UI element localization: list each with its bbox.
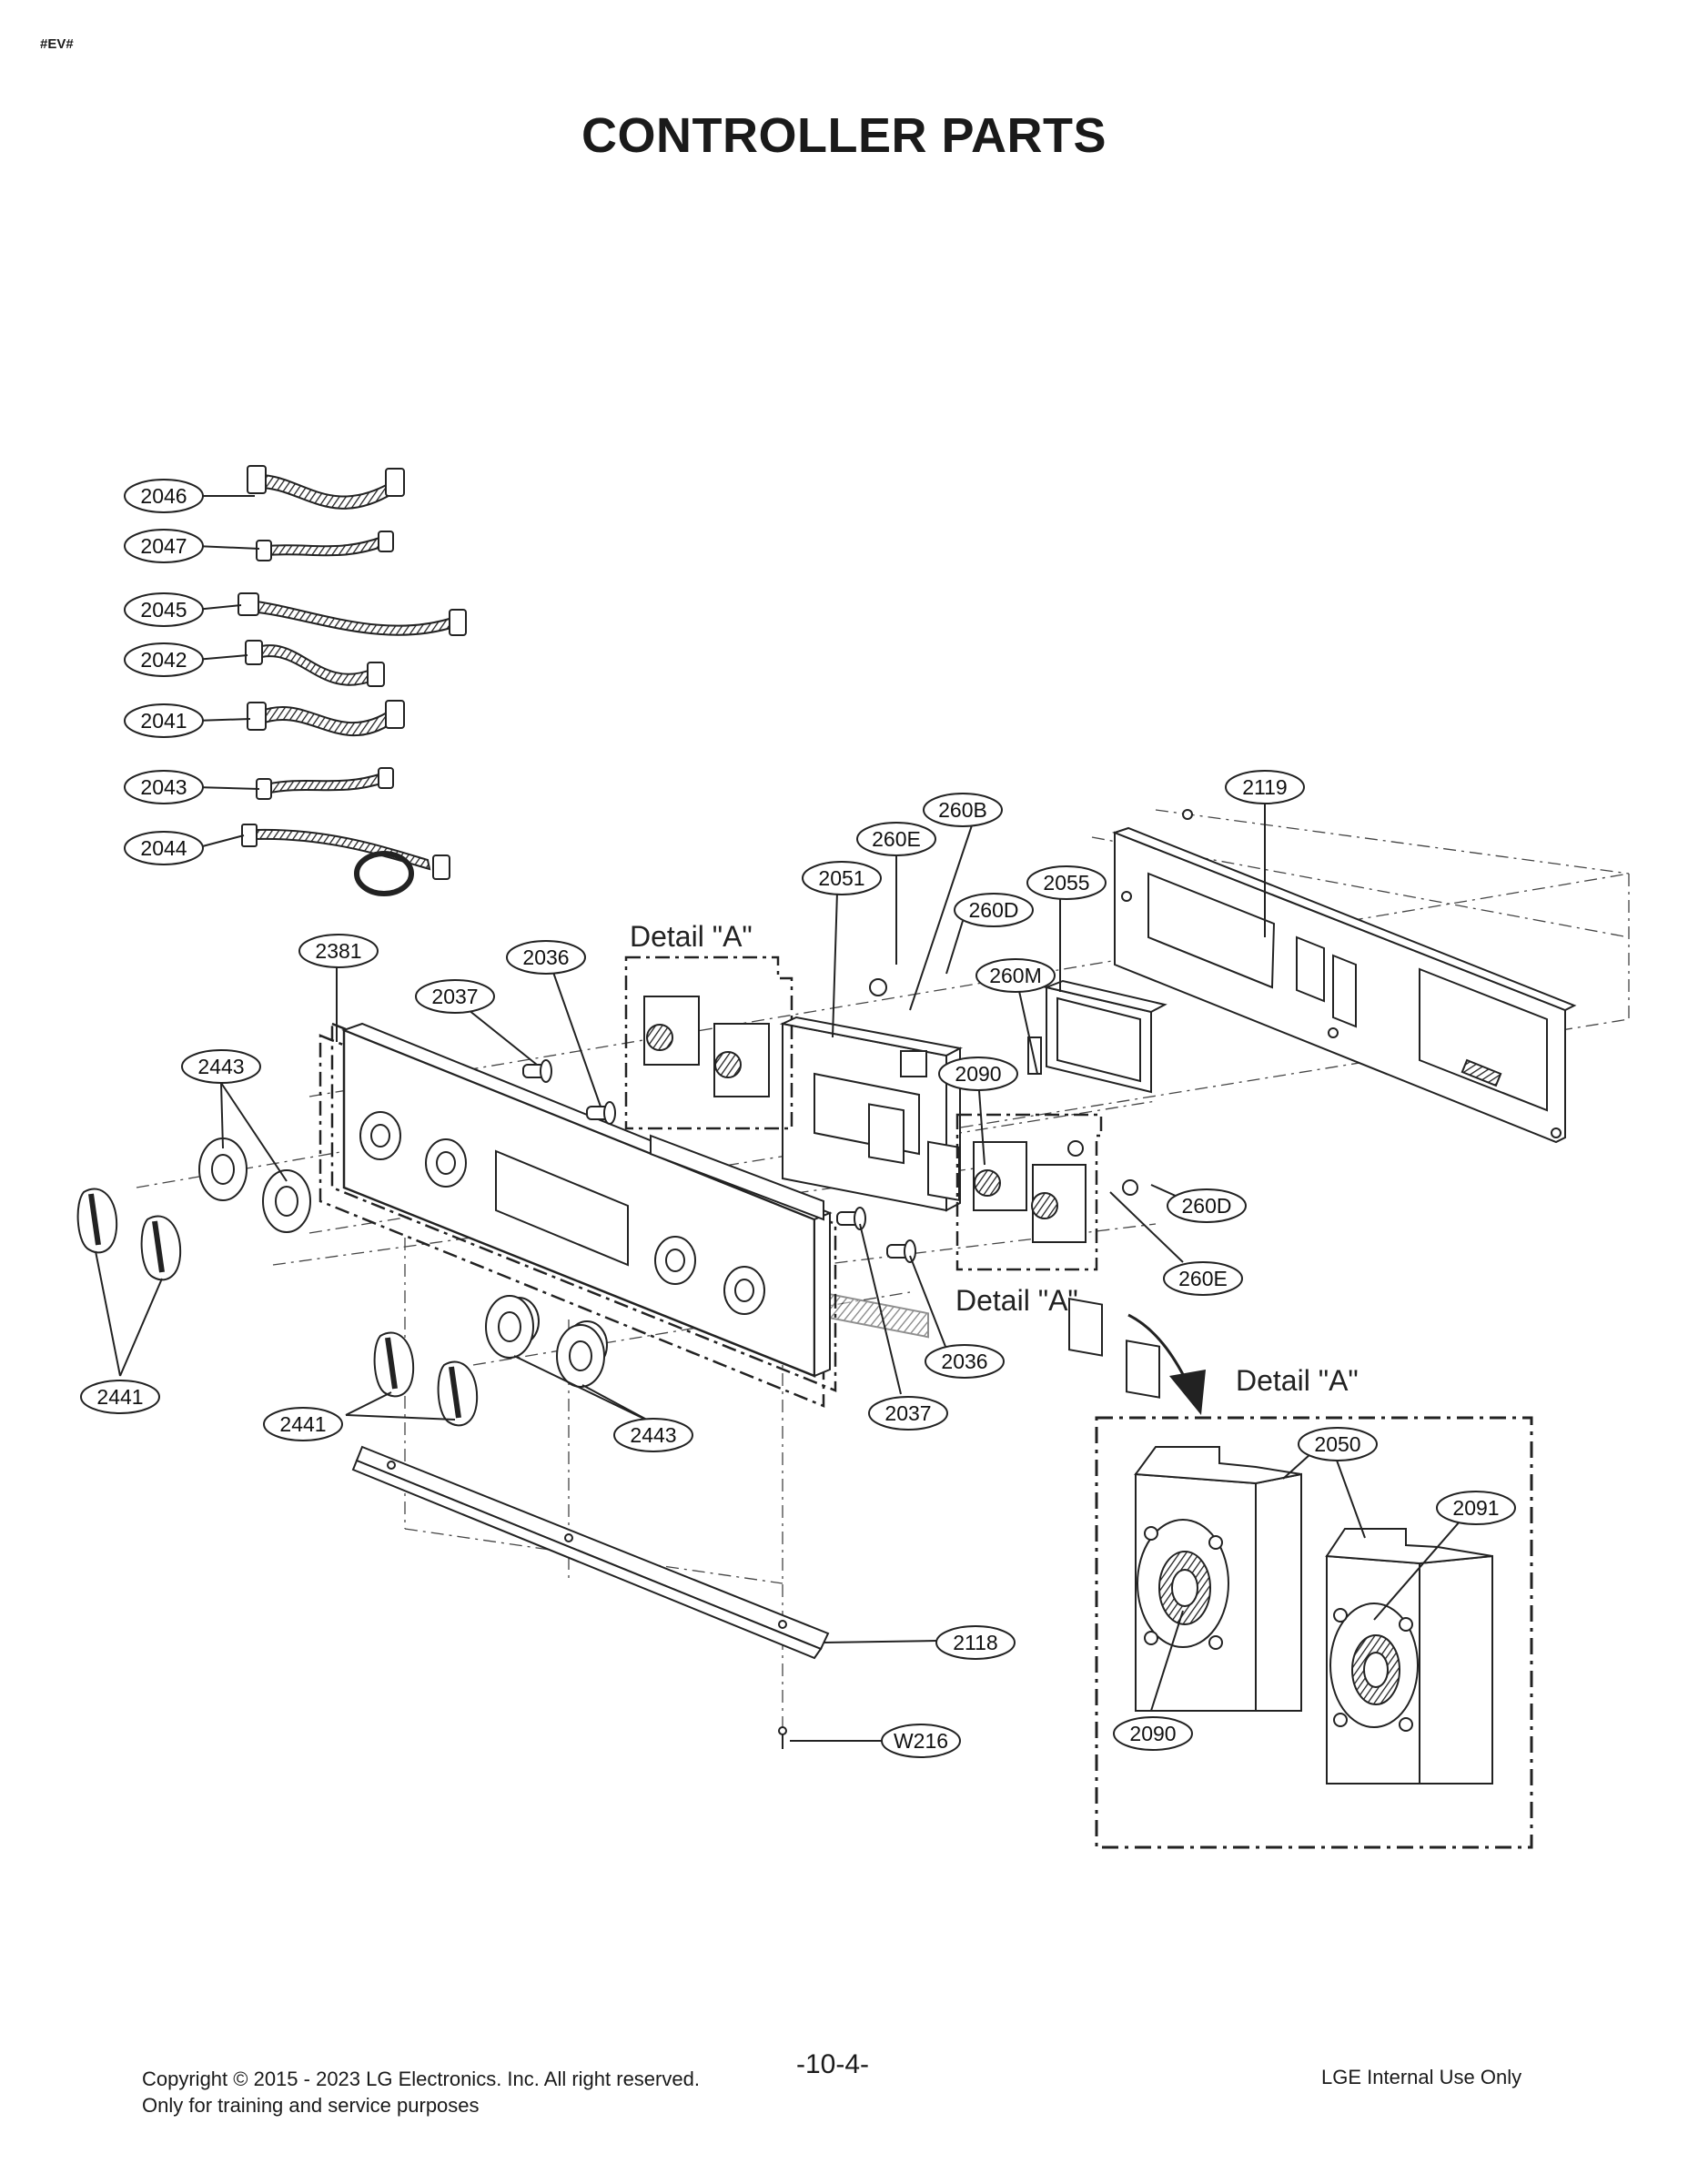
callout-2037-bottom: 2037 bbox=[868, 1396, 948, 1431]
callout-label: 2050 bbox=[1314, 1432, 1360, 1456]
callout-260B: 260B bbox=[923, 793, 1003, 827]
callout-2055: 2055 bbox=[1026, 865, 1107, 900]
callout-W216: W216 bbox=[881, 1724, 961, 1758]
callout-label: 2037 bbox=[431, 985, 478, 1008]
callout-2119: 2119 bbox=[1225, 770, 1305, 804]
controller-bracket-2119 bbox=[1112, 809, 1577, 1144]
page-title: CONTROLLER PARTS bbox=[581, 108, 1107, 163]
callout-2443-bottom: 2443 bbox=[613, 1418, 693, 1452]
callout-label: 260M bbox=[989, 964, 1042, 987]
callout-label: 2118 bbox=[953, 1631, 997, 1654]
callout-label: 260D bbox=[969, 898, 1019, 922]
callout-label: 2119 bbox=[1242, 775, 1287, 799]
callout-label: 2091 bbox=[1452, 1496, 1499, 1520]
callout-2090-top: 2090 bbox=[938, 1057, 1018, 1091]
detail-a-label-inset: Detail "A" bbox=[1236, 1364, 1359, 1397]
callout-2090-inset: 2090 bbox=[1113, 1716, 1193, 1751]
callout-label: 260E bbox=[872, 827, 921, 851]
callout-label: 2443 bbox=[197, 1055, 244, 1078]
callout-2047: 2047 bbox=[124, 529, 204, 563]
callout-label: 2045 bbox=[140, 598, 187, 622]
callout-2051: 2051 bbox=[802, 861, 882, 895]
callout-label: 2443 bbox=[630, 1423, 676, 1447]
callout-label: 2047 bbox=[140, 534, 187, 558]
display-window-2055 bbox=[1043, 979, 1167, 1094]
callout-label: 2044 bbox=[140, 836, 187, 860]
callout-label: 260D bbox=[1182, 1194, 1232, 1218]
callout-label: 2090 bbox=[1129, 1722, 1176, 1745]
detail-a-encoders bbox=[643, 996, 1087, 1243]
page-number: -10-4- bbox=[796, 2049, 870, 2079]
callout-2381: 2381 bbox=[298, 934, 379, 968]
harness-2043 bbox=[256, 767, 394, 800]
knob-rings-2443 bbox=[198, 1138, 605, 1388]
footer-note: Only for training and service purposes bbox=[142, 2094, 480, 2117]
callout-label: 2041 bbox=[140, 709, 187, 733]
harness-2047 bbox=[256, 531, 394, 561]
callout-label: 2441 bbox=[96, 1385, 143, 1409]
callout-label: 2043 bbox=[140, 775, 187, 799]
harness-2046 bbox=[247, 465, 405, 510]
callout-label: 2441 bbox=[279, 1412, 326, 1436]
detail-a-outlines bbox=[624, 956, 1103, 1271]
callout-260D: 260D bbox=[954, 893, 1034, 927]
detail-a-label-right: Detail "A" bbox=[955, 1284, 1078, 1317]
callout-2036-bottom: 2036 bbox=[925, 1344, 1005, 1379]
callout-2050: 2050 bbox=[1298, 1427, 1378, 1461]
callout-2043: 2043 bbox=[124, 770, 204, 804]
callout-2443-left: 2443 bbox=[181, 1049, 261, 1084]
detail-arrow bbox=[1127, 1313, 1206, 1415]
page-tag: #EV# bbox=[40, 36, 74, 52]
callout-label: 2036 bbox=[941, 1350, 987, 1373]
callout-label: 260B bbox=[938, 798, 987, 822]
detail-a-labels: Detail "A" Detail "A" Detail "A" bbox=[630, 920, 1359, 1397]
callout-label: 2042 bbox=[140, 648, 187, 672]
harness-2041 bbox=[247, 700, 405, 737]
callout-2441-bottom: 2441 bbox=[263, 1407, 343, 1441]
screw-w216 bbox=[778, 1726, 787, 1749]
callouts: 2046 2047 2045 2042 2041 2043 2044 2119 … bbox=[80, 479, 1516, 1758]
callout-2041: 2041 bbox=[124, 703, 204, 738]
knobs-2441 bbox=[76, 1188, 479, 1427]
callout-label: 2055 bbox=[1043, 871, 1089, 895]
harness-2042 bbox=[245, 640, 385, 687]
callout-260D-right: 260D bbox=[1167, 1188, 1247, 1223]
callout-2118: 2118 bbox=[935, 1625, 1016, 1660]
callout-label: 2046 bbox=[140, 484, 187, 508]
callout-label: 2090 bbox=[955, 1062, 1001, 1086]
callout-260M: 260M bbox=[975, 958, 1056, 993]
callout-2441-left: 2441 bbox=[80, 1380, 160, 1414]
callout-2036-top: 2036 bbox=[506, 940, 586, 975]
callout-label: 2381 bbox=[315, 939, 361, 963]
callout-label: W216 bbox=[894, 1729, 948, 1753]
callout-2037-top: 2037 bbox=[415, 979, 495, 1014]
callout-260E-right: 260E bbox=[1163, 1261, 1243, 1296]
harness-2044 bbox=[241, 824, 450, 896]
callout-2042: 2042 bbox=[124, 642, 204, 677]
leader-lines bbox=[95, 495, 1480, 1742]
callout-label: 2051 bbox=[818, 866, 864, 890]
footer-copyright-block: Copyright © 2015 - 2023 LG Electronics. … bbox=[142, 2066, 700, 2118]
callout-label: 2037 bbox=[884, 1401, 931, 1425]
shafts bbox=[522, 1059, 916, 1263]
detail-a-inset bbox=[1095, 1416, 1533, 1849]
trim-bar-2118 bbox=[351, 1445, 830, 1660]
wire-harnesses bbox=[238, 465, 467, 896]
harness-2045 bbox=[238, 592, 467, 636]
callout-label: 2036 bbox=[522, 945, 569, 969]
callout-2091: 2091 bbox=[1436, 1491, 1516, 1525]
callout-260E: 260E bbox=[856, 822, 936, 856]
footer-internal: LGE Internal Use Only bbox=[1321, 2066, 1522, 2088]
callout-2045: 2045 bbox=[124, 592, 204, 627]
callout-2046: 2046 bbox=[124, 479, 204, 513]
footer-copyright: Copyright © 2015 - 2023 LG Electronics. … bbox=[142, 2068, 700, 2090]
detail-a-label-top: Detail "A" bbox=[630, 920, 753, 953]
callout-2044: 2044 bbox=[124, 831, 204, 865]
callout-label: 260E bbox=[1178, 1267, 1228, 1290]
encoder-group-right bbox=[868, 978, 1160, 1399]
